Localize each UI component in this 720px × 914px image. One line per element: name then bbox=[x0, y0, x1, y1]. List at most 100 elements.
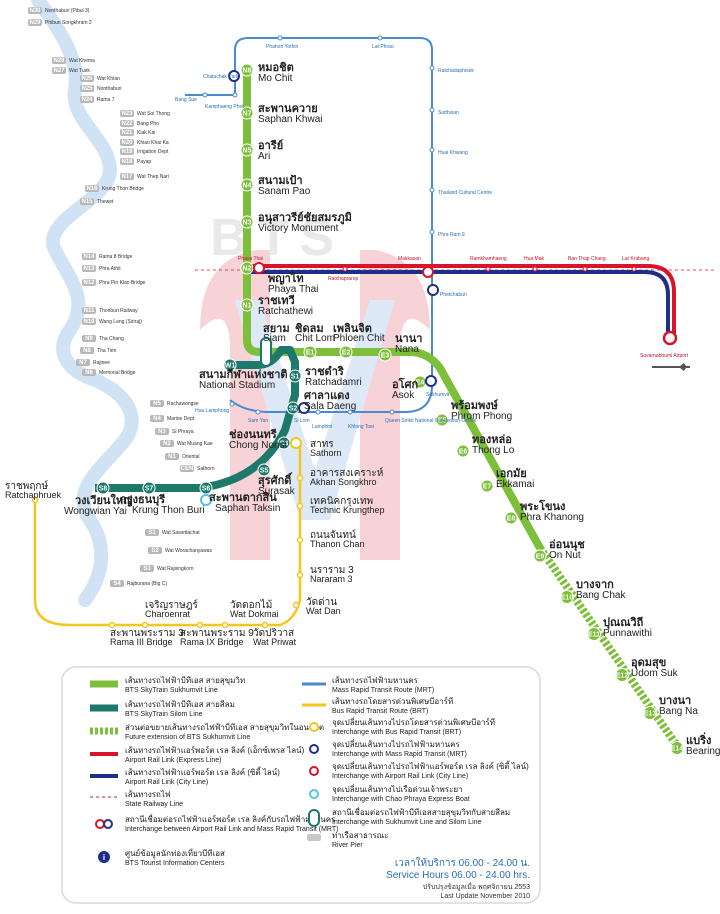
airport-terminal-icon[interactable] bbox=[662, 330, 678, 346]
update-th: ปรับปรุงข้อมูลเมื่อ พฤศจิกายน 2553 bbox=[423, 882, 530, 891]
station-e9[interactable]: E9 bbox=[533, 549, 547, 563]
silom-labels: สนามกีฬาแห่งชาติ National Stadium ราชดำร… bbox=[64, 365, 362, 517]
station-e10[interactable]: E10 bbox=[560, 590, 574, 604]
pier-name: Rachawongse bbox=[167, 401, 199, 407]
svg-text:นราราม 3: นราราม 3 bbox=[310, 565, 354, 576]
mrt-interchange-icon[interactable] bbox=[425, 375, 437, 387]
station-s2[interactable]: S2 bbox=[286, 401, 300, 415]
svg-text:N7: N7 bbox=[243, 111, 252, 118]
station-e3[interactable]: E3 bbox=[378, 348, 392, 362]
svg-text:Interchange with Chao Phraya E: Interchange with Chao Phraya Express Boa… bbox=[332, 796, 470, 803]
station-n7[interactable]: N7 bbox=[240, 106, 254, 120]
station-e11[interactable]: E11 bbox=[587, 627, 601, 641]
svg-text:เส้นทางรถไฟฟ้าแอร์พอร์ต เรล ลิ: เส้นทางรถไฟฟ้าแอร์พอร์ต เรล ลิงค์ (ซิตี้… bbox=[125, 766, 280, 777]
pier-name: Rajinee bbox=[93, 360, 110, 366]
station-e5[interactable]: E5 bbox=[435, 413, 449, 427]
svg-text:i: i bbox=[103, 853, 105, 862]
svg-text:Chatuchak Park: Chatuchak Park bbox=[203, 74, 239, 80]
station-e13[interactable]: E13 bbox=[643, 706, 657, 720]
arl-mrt-interchange-icon[interactable] bbox=[422, 266, 434, 278]
svg-text:ราชพฤกษ์: ราชพฤกษ์ bbox=[5, 480, 48, 492]
svg-text:Interchange with Sukhumvit Lin: Interchange with Sukhumvit Line and Silo… bbox=[332, 819, 482, 826]
station-e8[interactable]: E8 bbox=[504, 511, 518, 525]
station-n1[interactable]: N1 bbox=[240, 298, 254, 312]
station-e12[interactable]: E12 bbox=[615, 668, 629, 682]
boat-interchange-icon[interactable] bbox=[200, 494, 212, 506]
station-e2[interactable]: E2 bbox=[339, 345, 353, 359]
station-s8[interactable]: S8 bbox=[96, 481, 110, 495]
pier-name: Wat Khema bbox=[69, 58, 95, 64]
pier-name: Wat Worachanyawas bbox=[165, 548, 212, 554]
update-en: Last Update November 2010 bbox=[441, 893, 531, 900]
pier-code: N29 bbox=[29, 20, 41, 26]
station-n8[interactable]: N8 bbox=[240, 63, 254, 77]
label-th: บางจาก bbox=[576, 579, 614, 591]
station-e6[interactable]: E6 bbox=[456, 444, 470, 458]
station-e14[interactable]: E14 bbox=[670, 741, 684, 755]
svg-text:Ramkhamhaeng: Ramkhamhaeng bbox=[470, 256, 507, 262]
arl-mrt-interchange-icon[interactable] bbox=[427, 284, 439, 296]
label-th: อุดมสุข bbox=[631, 657, 666, 670]
station-e7[interactable]: E7 bbox=[480, 479, 494, 493]
station-n5[interactable]: N5 bbox=[240, 143, 254, 157]
svg-text:เส้นทางรถไฟฟ้าบีทีเอส สายสีลม: เส้นทางรถไฟฟ้าบีทีเอส สายสีลม bbox=[125, 700, 235, 709]
station-s5[interactable]: S5 bbox=[257, 463, 271, 477]
pier-code: N3 bbox=[158, 429, 166, 435]
svg-text:E13: E13 bbox=[644, 711, 657, 718]
station-s6[interactable]: S6 bbox=[199, 481, 213, 495]
station-s7[interactable]: S7 bbox=[142, 481, 156, 495]
legend: เส้นทางรถไฟฟ้าบีทีเอส สายสุขุมวิท BTS Sk… bbox=[61, 666, 541, 904]
station-n2[interactable]: N2 bbox=[240, 261, 254, 275]
station-n4[interactable]: N4 bbox=[240, 178, 254, 192]
station-w1[interactable]: W1 bbox=[223, 358, 237, 372]
pier-name: Wat Soi Thong bbox=[137, 111, 170, 117]
siam-interchange[interactable] bbox=[260, 337, 272, 367]
label-th: ช่องนนทรี bbox=[229, 428, 277, 441]
mrt-interchange-icon[interactable] bbox=[228, 70, 240, 82]
arl-interchange-icon[interactable] bbox=[253, 262, 265, 274]
station-n3[interactable]: N3 bbox=[240, 215, 254, 229]
brt-interchange-icon[interactable] bbox=[290, 437, 302, 449]
arl-city-line bbox=[245, 270, 670, 335]
station-e1[interactable]: E1 bbox=[303, 345, 317, 359]
mrt-interchange-icon[interactable] bbox=[298, 402, 310, 414]
label-en: Nana bbox=[395, 344, 419, 355]
station-s1[interactable]: S1 bbox=[288, 369, 302, 383]
